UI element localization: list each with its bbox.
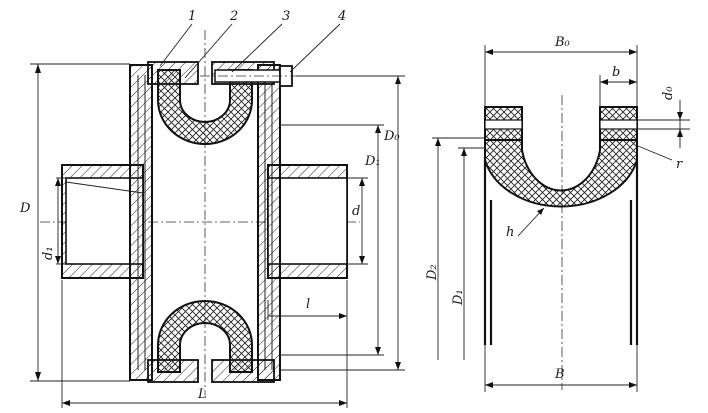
tyre-cross-section [484,139,638,208]
label-d1: d₁ [41,246,56,260]
left-section-view: 1 2 3 4 D d₁ d [19,9,405,408]
clamp-bolt [200,65,300,87]
dimension-D [30,63,130,382]
left-flange [129,64,153,381]
right-hub [267,164,348,279]
dimension-B [484,345,638,392]
label-D: D [19,201,31,216]
dimension-d [347,177,368,265]
label-D2: D₂ [425,264,440,281]
dimension-l [267,300,347,320]
left-bolt-hole [484,119,523,130]
callout-2-leader [184,23,233,79]
label-b: b [612,65,620,80]
label-B0: B₀ [554,35,571,50]
dimension-d1 [55,177,66,265]
label-d0: d₀ [661,86,676,100]
callout-2: 2 [229,9,238,24]
radius-r-leader [637,145,673,161]
right-flange [257,64,281,381]
dimension-d0 [637,100,690,148]
dimension-B0 [484,45,638,107]
label-r: r [676,157,683,172]
dimension-D0 [280,75,405,371]
dimension-D1-left [280,124,384,356]
callout-3-leader [231,23,283,73]
bottom-rubber-tyre [157,300,253,373]
label-B: B [554,367,565,382]
label-D1-left: D₁ [364,154,381,169]
right-tyre-view: B₀ b d₀ r h D₂ [425,35,690,392]
callout-4-leader [289,23,341,73]
dimension-D1-right [458,147,485,360]
label-L: L [197,387,207,402]
callout-4: 4 [337,9,346,24]
callout-3: 3 [282,9,290,24]
dimension-D2 [432,137,485,360]
right-bolt-hole [599,119,638,130]
callout-1: 1 [188,9,196,24]
top-rubber-tyre [157,69,253,145]
callout-1-leader [159,23,193,67]
label-h: h [506,225,514,240]
label-l: l [306,297,310,312]
dimension-L [61,280,348,408]
label-D1-right: D₁ [451,289,466,306]
label-d: d [352,204,360,219]
label-D0: D₀ [383,129,400,144]
dimension-b [599,75,637,107]
